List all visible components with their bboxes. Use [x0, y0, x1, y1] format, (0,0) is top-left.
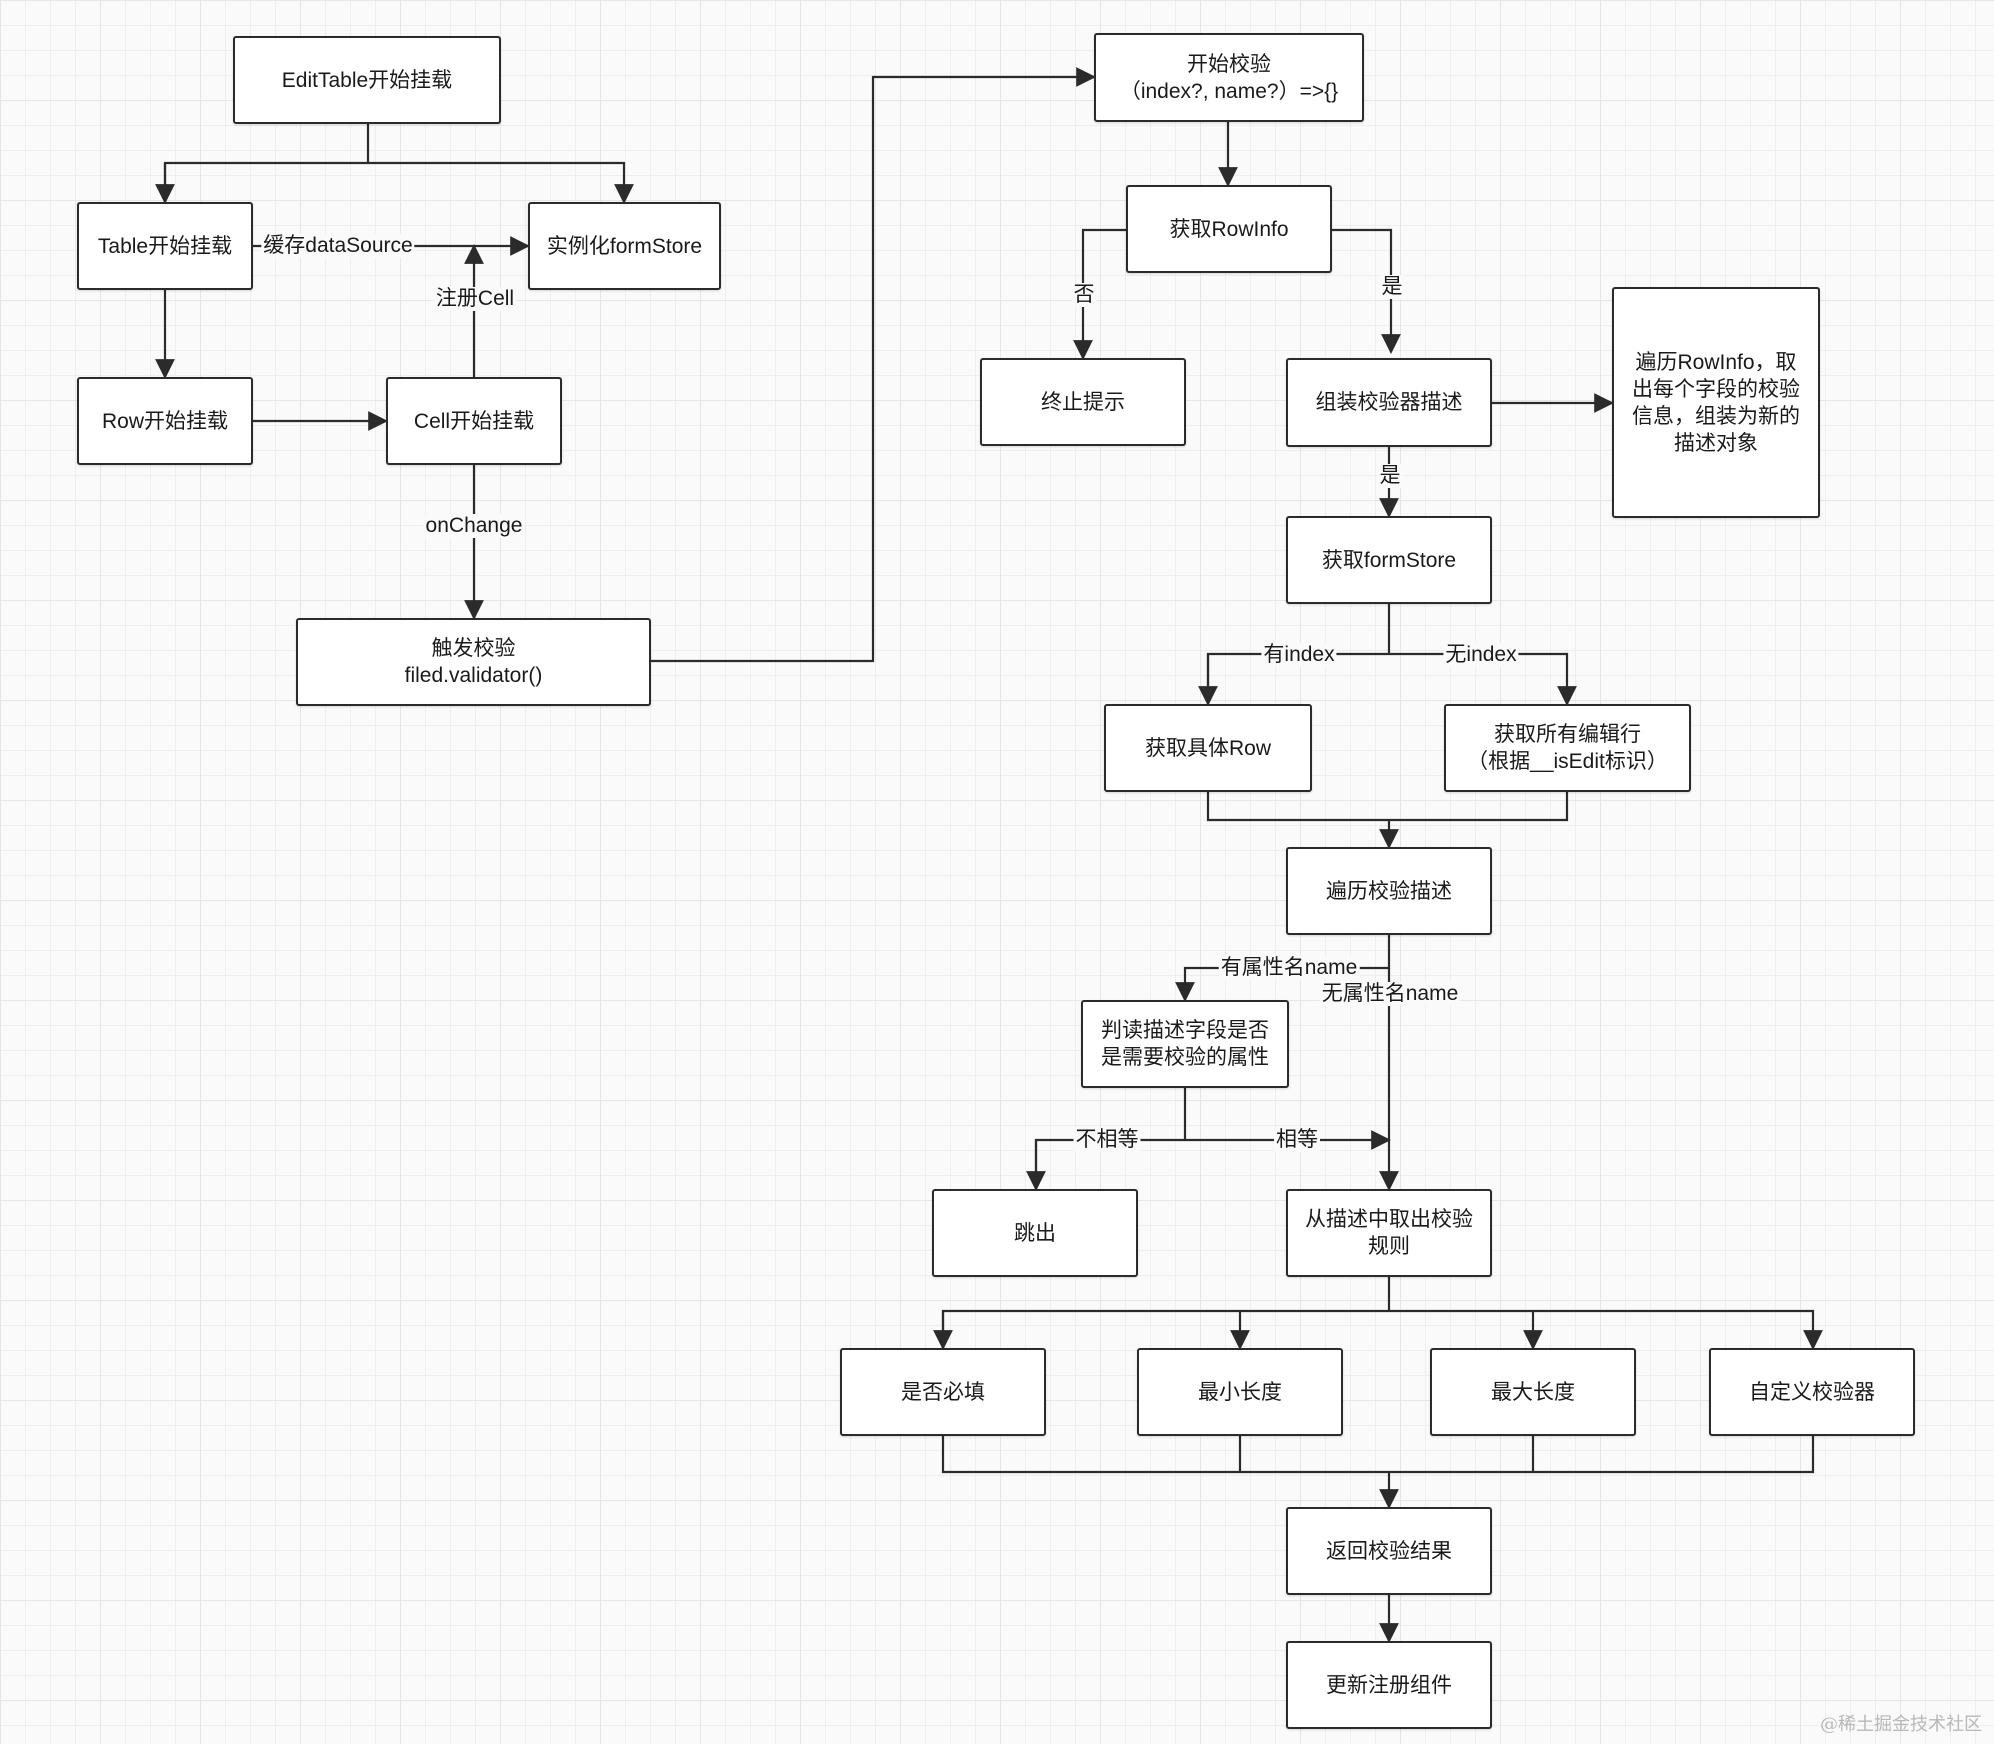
label-no: 否: [1071, 283, 1097, 307]
node-update-component: 更新注册组件: [1286, 1641, 1492, 1729]
label-has-index: 有index: [1261, 643, 1337, 667]
node-edit-table-mount: EditTable开始挂载: [233, 36, 501, 124]
edge-trigger-to-start: [651, 67, 1096, 663]
label-has-name: 有属性名name: [1218, 956, 1360, 980]
label-on-change: onChange: [423, 514, 525, 538]
node-skip: 跳出: [932, 1189, 1138, 1277]
node-traverse-descriptor: 遍历校验描述: [1286, 847, 1492, 935]
node-required: 是否必填: [840, 1348, 1046, 1436]
node-row-mount: Row开始挂载: [77, 377, 253, 465]
node-traverse-note: 遍历RowInfo，取 出每个字段的校验 信息，组装为新的 描述对象: [1612, 287, 1820, 518]
node-max-length: 最大长度: [1430, 1348, 1636, 1436]
node-judge-field: 判读描述字段是否 是需要校验的属性: [1081, 1000, 1289, 1088]
node-min-length: 最小长度: [1137, 1348, 1343, 1436]
node-trigger-validate: 触发校验 filed.validator(): [296, 618, 651, 706]
node-return-result: 返回校验结果: [1286, 1507, 1492, 1595]
node-get-row-info: 获取RowInfo: [1126, 185, 1332, 273]
edge-rowinfo-no: [1073, 228, 1126, 360]
node-assemble-descriptor: 组装校验器描述: [1286, 358, 1492, 447]
edge-merge-to-traverse: [1206, 792, 1569, 847]
node-form-store-instance: 实例化formStore: [528, 202, 721, 290]
edge-edittable-split: [163, 124, 624, 202]
node-get-specific-row: 获取具体Row: [1104, 704, 1312, 792]
node-get-rules: 从描述中取出校验 规则: [1286, 1189, 1492, 1277]
node-cell-mount: Cell开始挂载: [386, 377, 562, 465]
label-no-index: 无index: [1443, 643, 1519, 667]
label-no-name: 无属性名name: [1319, 982, 1461, 1006]
label-equal: 相等: [1274, 1128, 1320, 1152]
node-start-validate: 开始校验 （index?, name?）=>{}: [1094, 33, 1364, 122]
label-yes-1: 是: [1379, 275, 1405, 299]
watermark: @稀土掘金技术社区: [1820, 1714, 1982, 1735]
node-stop-hint: 终止提示: [980, 358, 1186, 446]
label-not-equal: 不相等: [1073, 1128, 1141, 1152]
edge-checks-merge: [941, 1436, 1815, 1507]
edge-rowinfo-yes: [1332, 228, 1401, 354]
node-get-all-edit-rows: 获取所有编辑行 （根据__isEdit标识）: [1444, 704, 1691, 792]
node-custom-validator: 自定义校验器: [1709, 1348, 1915, 1436]
edge-rules-fanout: [941, 1277, 1813, 1348]
label-cache-datasource: 缓存dataSource: [261, 234, 415, 258]
node-table-mount: Table开始挂载: [77, 202, 253, 290]
node-get-form-store: 获取formStore: [1286, 516, 1492, 604]
label-register-cell: 注册Cell: [433, 287, 517, 311]
label-yes-2: 是: [1377, 464, 1403, 488]
